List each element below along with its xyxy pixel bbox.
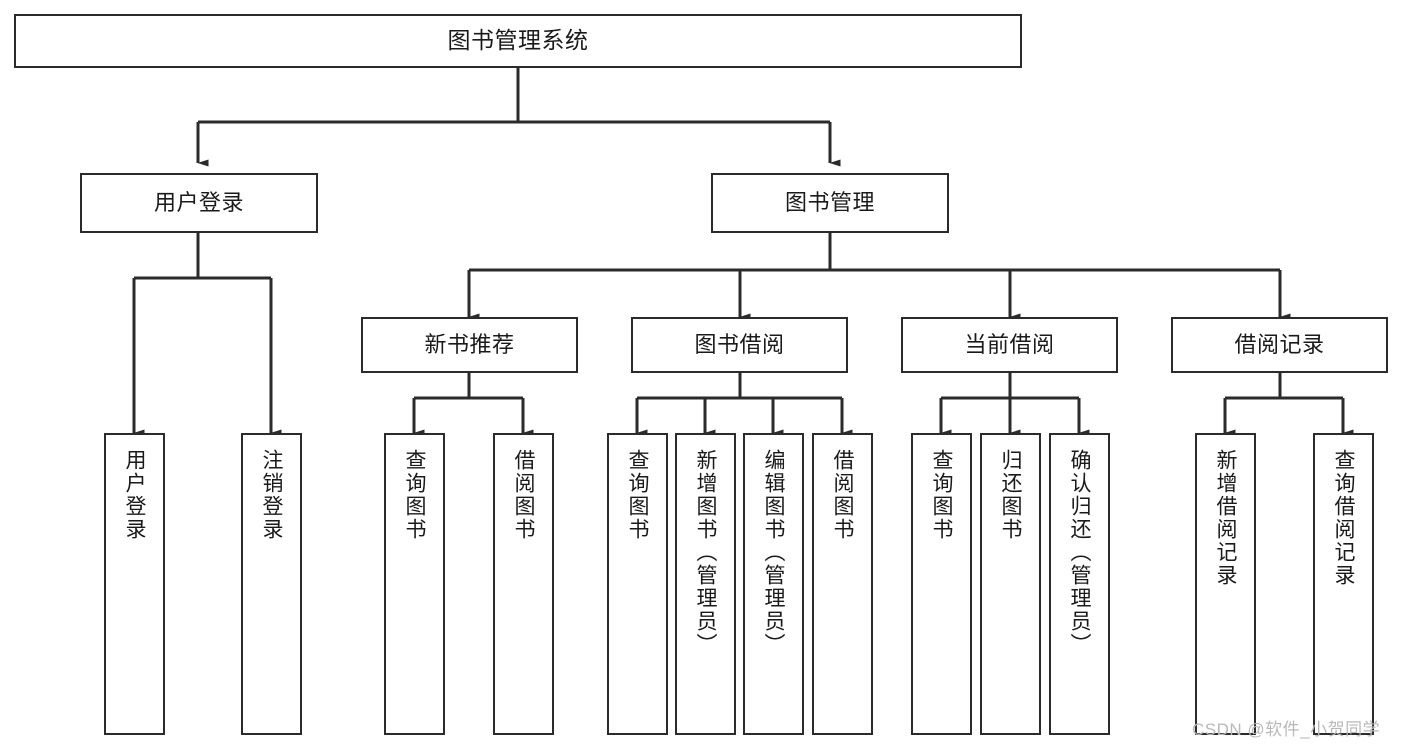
leaf-book-borrow-add-book-admin[interactable]: 新增图书（管理员） xyxy=(675,433,736,735)
leaf-current-borrow-return-books[interactable]: 归还图书 xyxy=(980,433,1041,735)
node-label: 新书推荐 xyxy=(424,332,515,358)
node-label: 查询图书 xyxy=(626,449,649,541)
node-label: 借阅图书 xyxy=(831,449,854,541)
node-label: 查询图书 xyxy=(403,449,426,541)
leaf-new-book-query-books[interactable]: 查询图书 xyxy=(384,433,445,735)
node-label: 当前借阅 xyxy=(964,332,1055,358)
node-label: 用户登录 xyxy=(123,449,146,541)
node-label: 查询借阅记录 xyxy=(1332,449,1355,587)
node-label: 归还图书 xyxy=(999,449,1022,541)
node-label: 新增借阅记录 xyxy=(1214,449,1237,587)
node-label: 借阅图书 xyxy=(512,449,535,541)
node-book-borrow[interactable]: 图书借阅 xyxy=(631,317,848,373)
leaf-book-borrow-borrow-books[interactable]: 借阅图书 xyxy=(812,433,873,735)
leaf-new-book-borrow-books[interactable]: 借阅图书 xyxy=(493,433,554,735)
node-label: 借阅记录 xyxy=(1234,332,1325,358)
leaf-current-borrow-confirm-return-admin[interactable]: 确认归还（管理员） xyxy=(1049,433,1110,735)
node-label: 编辑图书（管理员） xyxy=(762,449,785,656)
node-book-management[interactable]: 图书管理 xyxy=(711,173,949,233)
leaf-borrow-record-query-record[interactable]: 查询借阅记录 xyxy=(1313,433,1374,735)
node-current-borrow[interactable]: 当前借阅 xyxy=(901,317,1118,373)
node-label: 图书借阅 xyxy=(694,332,785,358)
node-label: 确认归还（管理员） xyxy=(1068,449,1091,656)
node-root-book-management-system[interactable]: 图书管理系统 xyxy=(14,14,1022,68)
node-label: 用户登录 xyxy=(153,190,244,216)
node-label: 查询图书 xyxy=(930,449,953,541)
node-label: 新增图书（管理员） xyxy=(694,449,717,656)
node-borrow-record[interactable]: 借阅记录 xyxy=(1171,317,1388,373)
leaf-current-borrow-query-books[interactable]: 查询图书 xyxy=(911,433,972,735)
csdn-watermark: CSDN @软件_小贺同学 xyxy=(1192,720,1381,739)
leaf-user-login-logout[interactable]: 注销登录 xyxy=(241,433,302,735)
leaf-book-borrow-query-books[interactable]: 查询图书 xyxy=(607,433,668,735)
node-user-login[interactable]: 用户登录 xyxy=(80,173,318,233)
leaf-borrow-record-add-record[interactable]: 新增借阅记录 xyxy=(1195,433,1256,735)
node-label: 图书管理系统 xyxy=(447,27,589,54)
node-new-book-recommend[interactable]: 新书推荐 xyxy=(361,317,578,373)
node-label: 注销登录 xyxy=(260,449,283,541)
node-label: 图书管理 xyxy=(784,190,875,216)
leaf-user-login-login[interactable]: 用户登录 xyxy=(104,433,165,735)
leaf-book-borrow-edit-book-admin[interactable]: 编辑图书（管理员） xyxy=(743,433,804,735)
